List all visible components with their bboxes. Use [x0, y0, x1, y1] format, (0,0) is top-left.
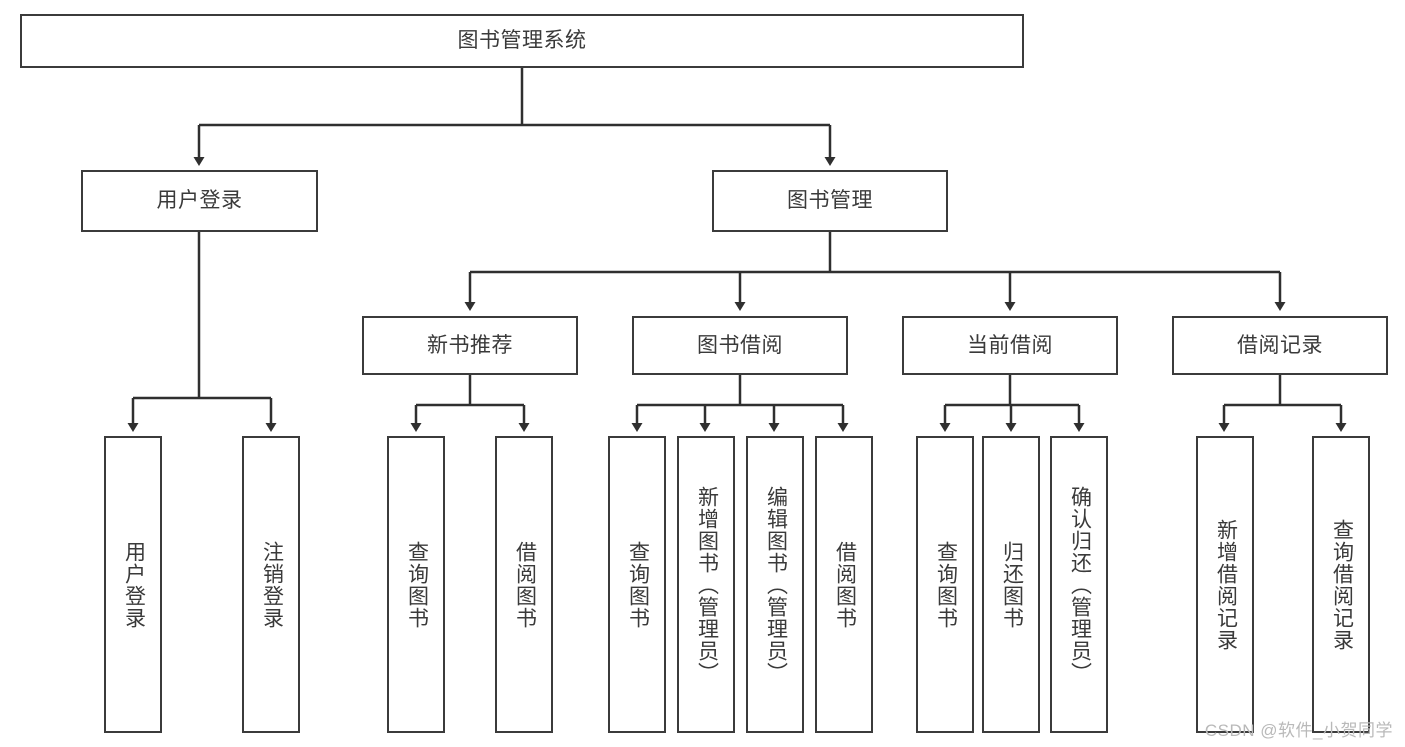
node-label: 借阅图书	[513, 540, 537, 629]
node-label: 新书推荐	[427, 333, 513, 357]
leaf-book-borrow-borrow-book[interactable]: 借阅图书	[815, 436, 873, 733]
leaf-new-book-query-book[interactable]: 查询图书	[387, 436, 445, 733]
node-label: 查询借阅记录	[1330, 518, 1354, 651]
node-label: 注销登录	[260, 540, 284, 629]
csdn-watermark: CSDN @软件_小贺同学	[1204, 721, 1393, 740]
node-label: 用户登录	[122, 540, 146, 629]
node-new-book-recommend[interactable]: 新书推荐	[362, 316, 578, 375]
node-label: 借阅记录	[1237, 333, 1323, 357]
leaf-borrow-record-query-record[interactable]: 查询借阅记录	[1312, 436, 1370, 733]
leaf-borrow-record-add-record[interactable]: 新增借阅记录	[1196, 436, 1254, 733]
node-label: 确认归还（管理员）	[1068, 485, 1092, 684]
node-current-borrow[interactable]: 当前借阅	[902, 316, 1118, 375]
node-root-system[interactable]: 图书管理系统	[20, 14, 1024, 68]
node-label: 编辑图书（管理员）	[764, 485, 788, 684]
node-label: 借阅图书	[833, 540, 857, 629]
node-borrow-record[interactable]: 借阅记录	[1172, 316, 1388, 375]
leaf-user-login-logout[interactable]: 注销登录	[242, 436, 300, 733]
node-book-management[interactable]: 图书管理	[712, 170, 948, 232]
node-label: 新增图书（管理员）	[695, 485, 719, 684]
node-label: 查询图书	[934, 540, 958, 629]
node-label: 查询图书	[405, 540, 429, 629]
leaf-book-borrow-edit-book[interactable]: 编辑图书（管理员）	[746, 436, 804, 733]
node-label: 归还图书	[1000, 540, 1024, 629]
node-book-borrow[interactable]: 图书借阅	[632, 316, 848, 375]
leaf-current-borrow-query-book[interactable]: 查询图书	[916, 436, 974, 733]
leaf-book-borrow-query-book[interactable]: 查询图书	[608, 436, 666, 733]
leaf-user-login-login[interactable]: 用户登录	[104, 436, 162, 733]
leaf-current-borrow-confirm-return[interactable]: 确认归还（管理员）	[1050, 436, 1108, 733]
node-label: 图书管理	[787, 189, 873, 213]
leaf-book-borrow-add-book[interactable]: 新增图书（管理员）	[677, 436, 735, 733]
leaf-new-book-borrow-book[interactable]: 借阅图书	[495, 436, 553, 733]
node-label: 图书借阅	[697, 333, 783, 357]
leaf-current-borrow-return-book[interactable]: 归还图书	[982, 436, 1040, 733]
node-label: 当前借阅	[967, 333, 1053, 357]
node-label: 查询图书	[626, 540, 650, 629]
node-label: 图书管理系统	[457, 29, 587, 53]
node-user-login[interactable]: 用户登录	[81, 170, 318, 232]
node-label: 新增借阅记录	[1214, 518, 1238, 651]
node-label: 用户登录	[156, 189, 243, 213]
